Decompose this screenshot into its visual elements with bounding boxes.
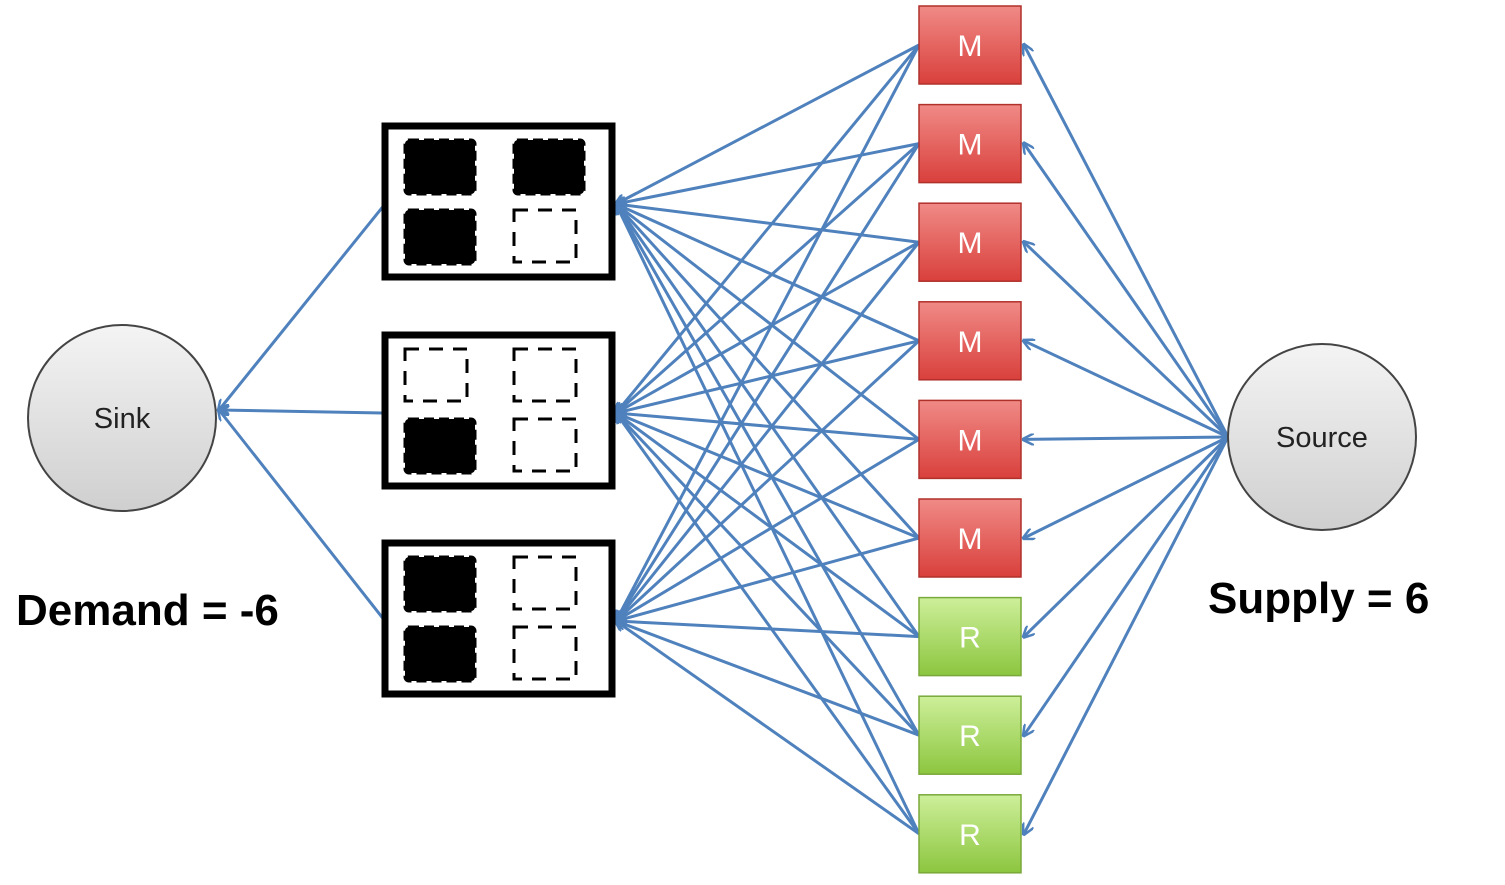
edge-task-to-machine [616,339,921,621]
machine-node [381,331,616,490]
task-label: M [958,424,983,457]
source-node: Source [1227,343,1417,531]
slot-empty [512,417,578,473]
edge-task-to-machine [616,44,921,413]
slot-empty [403,347,469,403]
edge-task-to-machine [616,413,921,737]
edge-task-to-machine [616,438,920,621]
task-node-map: M [918,103,1022,184]
edge-task-to-machine [616,241,921,621]
edge-task-to-machine [616,621,920,737]
task-box [918,695,1022,775]
edge-task-to-machine [616,413,920,638]
slot-empty [512,625,578,681]
task-node-map: M [918,498,1022,578]
slot-filled [403,625,477,683]
edge-task-to-machine [616,204,920,244]
edge-source-to-task [1024,341,1229,439]
slot-empty [512,555,578,611]
edge-task-to-machine [616,240,920,413]
task-box [918,399,1022,480]
edges-layer [219,43,1230,836]
task-box [918,301,1022,381]
task-label: M [958,129,983,162]
supply-label: Supply = 6 [1208,574,1429,623]
edge-task-to-machine [616,413,920,540]
edge-task-to-machine [616,204,921,835]
edge-source-to-task [1024,436,1230,834]
task-box [918,103,1022,184]
machine-node [381,539,616,698]
edge-source-to-task [1024,45,1230,438]
edge-task-to-machine [616,44,921,621]
slot-empty [512,347,578,403]
edge-task-to-machine [616,142,920,413]
task-label: M [958,523,983,556]
edge-source-to-task [1024,435,1230,637]
task-label: R [959,622,981,655]
machine-node [381,122,616,281]
task-node-map: M [918,301,1022,381]
source-label: Source [1276,422,1368,454]
edge-source-to-task [1024,436,1230,735]
edge-source-to-task [1024,435,1229,538]
task-node-map: M [918,399,1022,480]
edge-task-to-machine [616,204,920,343]
edge-task-to-machine [616,413,920,441]
edge-task-to-machine [616,43,920,204]
task-label: M [958,30,983,63]
edge-task-to-machine [616,536,920,621]
sink-node: Sink [27,324,217,512]
edge-task-to-machine [616,204,920,441]
task-box [918,596,1022,677]
slot-filled [512,138,586,196]
slot-empty [512,208,578,264]
edge-task-to-machine [616,339,920,413]
machines-layer [381,122,616,698]
task-node-reduce: R [918,794,1022,874]
task-box [918,5,1022,85]
task-label: R [959,819,981,852]
edge-machine-to-sink [219,410,386,413]
slot-filled [403,555,477,613]
task-label: R [959,720,981,753]
sink-label: Sink [94,403,151,435]
task-label: M [958,227,983,260]
edge-machine-to-sink [219,203,387,410]
task-box [918,498,1022,578]
edge-task-to-machine [616,413,921,835]
edge-task-to-machine [616,621,920,639]
task-node-reduce: R [918,695,1022,775]
edge-machine-to-sink [219,410,387,622]
task-node-map: M [918,5,1022,85]
tasks-layer: M M M M M M R R R [918,5,1022,874]
task-box [918,202,1022,282]
slot-filled [403,208,477,266]
edge-task-to-machine [616,142,920,204]
task-box [918,794,1022,874]
slot-filled [403,417,477,475]
edge-source-to-task [1024,144,1230,438]
task-node-reduce: R [918,596,1022,677]
edge-source-to-task [1024,242,1230,439]
edge-task-to-machine [616,204,921,540]
edge-task-to-machine [616,204,921,638]
edge-task-to-machine [616,621,920,836]
demand-label: Demand = -6 [16,586,279,635]
task-node-map: M [918,202,1022,282]
edge-source-to-task [1024,437,1229,439]
slot-filled [403,138,477,196]
edge-task-to-machine [616,142,921,621]
edge-task-to-machine [616,204,921,736]
task-label: M [958,326,983,359]
